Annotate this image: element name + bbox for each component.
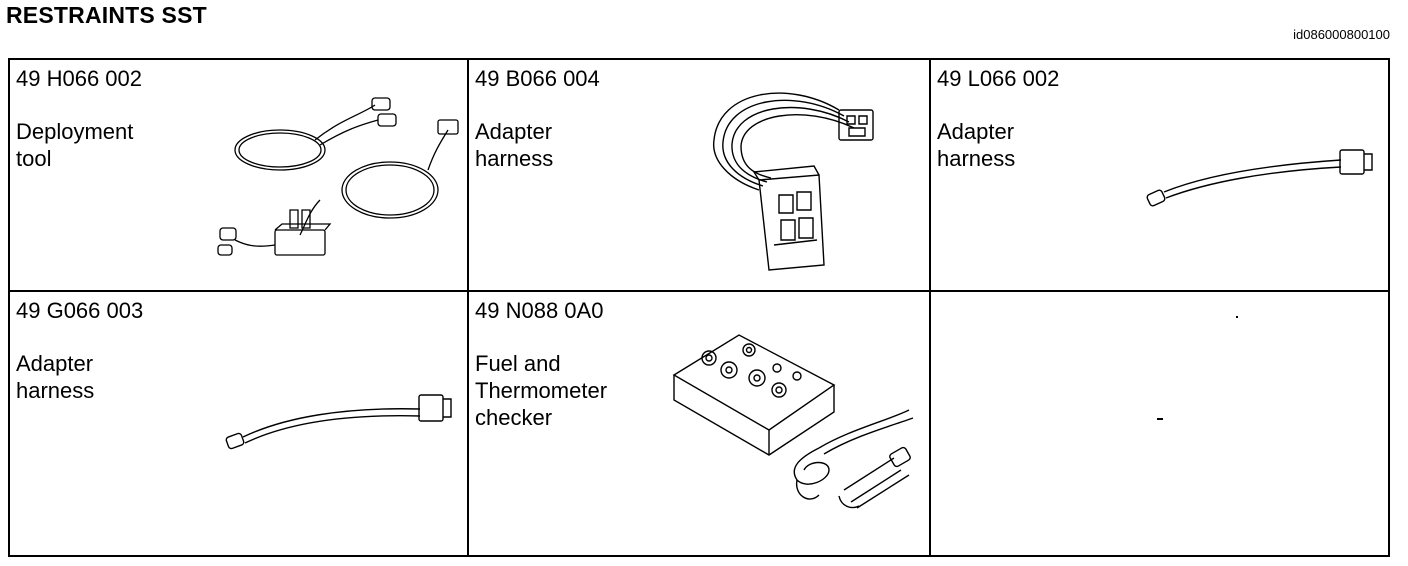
- part-number: 49 N088 0A0: [475, 298, 604, 323]
- tool-cell-adapter-harness-2: 49 L066 002 Adapter harness: [931, 60, 1390, 290]
- tool-cell-deployment-tool: 49 H066 002 Deployment tool: [10, 60, 467, 290]
- description-line: Adapter: [16, 351, 94, 376]
- scan-speck: [1236, 316, 1238, 318]
- page-title: RESTRAINTS SST: [6, 2, 207, 28]
- part-number: 49 G066 003: [16, 298, 144, 323]
- description-line: checker: [475, 405, 553, 430]
- tool-description: Fuel and Thermometer checker: [475, 350, 607, 431]
- column-divider: [467, 60, 469, 555]
- part-number: 49 L066 002: [937, 66, 1060, 91]
- description-line: harness: [937, 146, 1016, 171]
- adapter-harness-connector-icon: [699, 80, 899, 280]
- description-line: Deployment: [16, 119, 134, 144]
- description-line: Fuel and: [475, 351, 561, 376]
- description-line: Adapter: [475, 119, 553, 144]
- tool-cell-adapter-harness-3: 49 G066 003 Adapter harness: [10, 292, 467, 555]
- deployment-tool-icon: [210, 90, 460, 260]
- scan-speck: [1157, 418, 1163, 420]
- fuel-thermometer-checker-icon: [669, 330, 929, 550]
- row-divider: [10, 290, 1388, 292]
- description-line: harness: [16, 378, 95, 403]
- adapter-harness-cable-icon: [1146, 140, 1376, 210]
- part-number: 49 H066 002: [16, 66, 142, 91]
- description-line: harness: [475, 146, 554, 171]
- tool-description: Adapter harness: [937, 118, 1015, 172]
- sst-table: 49 H066 002 Deployment tool: [8, 58, 1390, 557]
- adapter-harness-cable-icon: [225, 387, 455, 457]
- tool-cell-adapter-harness-1: 49 B066 004 Adapter harness: [469, 60, 929, 290]
- description-line: Thermometer: [475, 378, 608, 403]
- tool-description: Adapter harness: [475, 118, 553, 172]
- description-line: tool: [16, 146, 52, 171]
- description-line: Adapter: [937, 119, 1015, 144]
- column-divider: [929, 60, 931, 555]
- tool-cell-fuel-thermometer-checker: 49 N088 0A0 Fuel and Thermometer checker: [469, 292, 929, 555]
- tool-description: Adapter harness: [16, 350, 94, 404]
- tool-description: Deployment tool: [16, 118, 133, 172]
- empty-cell: [931, 292, 1390, 555]
- part-number: 49 B066 004: [475, 66, 600, 91]
- document-id: id086000800100: [1293, 27, 1390, 42]
